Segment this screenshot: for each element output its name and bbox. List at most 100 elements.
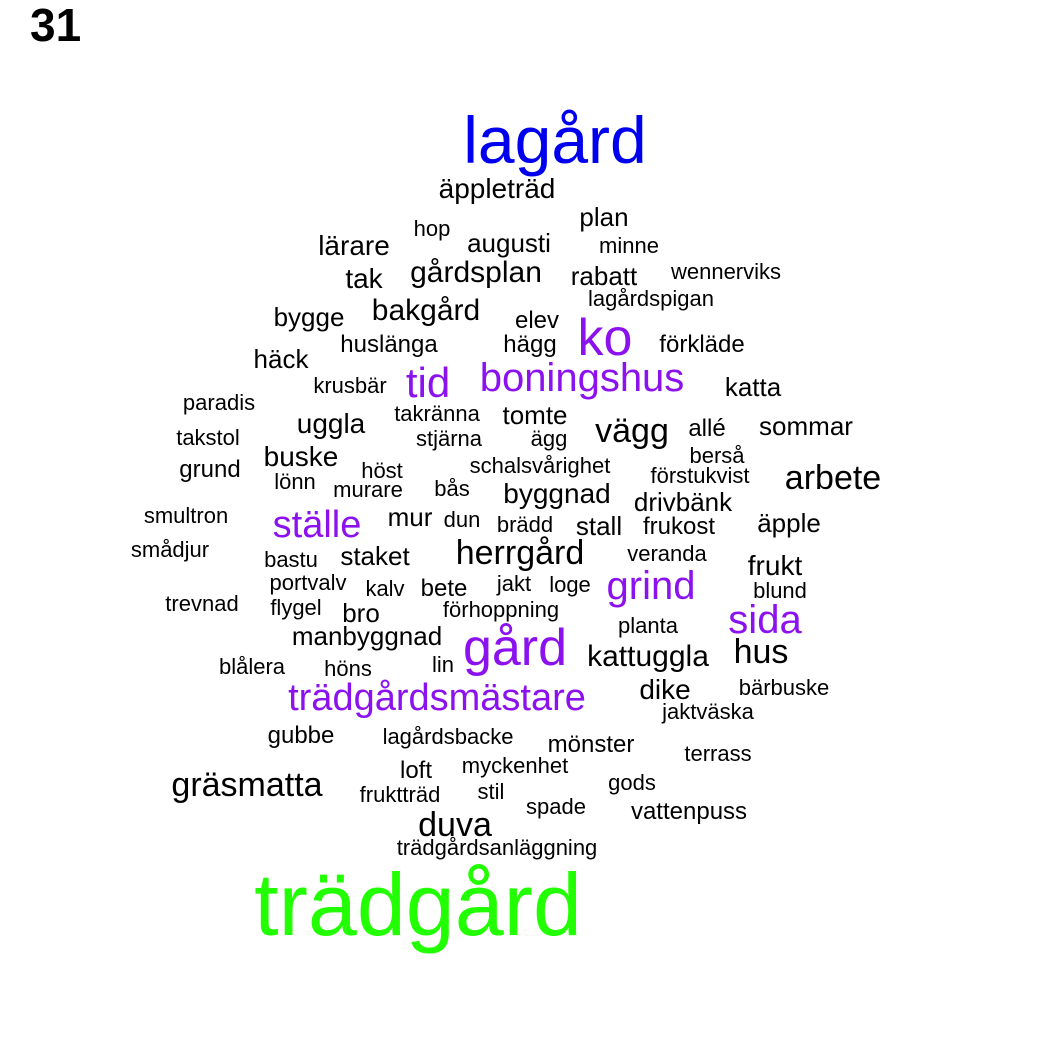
cloud-word: portvalv xyxy=(269,570,347,595)
cloud-word: hägg xyxy=(503,331,557,358)
cloud-word: dun xyxy=(443,507,481,532)
cloud-word: förstukvist xyxy=(650,463,750,488)
cloud-word: förhoppning xyxy=(442,597,560,622)
cloud-word: gård xyxy=(462,619,568,677)
cloud-word: lagårdsbacke xyxy=(382,724,514,749)
page-number: 31 xyxy=(30,0,82,51)
cloud-word: takstol xyxy=(176,425,240,450)
cloud-word: elev xyxy=(514,307,560,334)
cloud-word: schalsvårighet xyxy=(469,453,611,478)
cloud-word: lagård xyxy=(463,103,647,177)
cloud-word: bärbuske xyxy=(738,675,830,700)
cloud-word: loft xyxy=(399,757,433,784)
cloud-word: gårdsplan xyxy=(410,256,542,289)
cloud-word: grind xyxy=(606,564,696,608)
cloud-word: hop xyxy=(413,216,451,241)
cloud-word: berså xyxy=(689,443,745,468)
cloud-word: blålera xyxy=(218,654,286,679)
cloud-word: staket xyxy=(340,541,410,571)
cloud-word: lönn xyxy=(274,469,316,494)
cloud-word: loge xyxy=(549,572,591,597)
cloud-word: huslänga xyxy=(340,331,438,358)
cloud-word: bastu xyxy=(264,547,318,572)
cloud-word: augusti xyxy=(467,228,551,258)
cloud-word: vattenpuss xyxy=(630,798,748,825)
cloud-word: ägg xyxy=(530,426,568,451)
cloud-word: ko xyxy=(577,309,633,367)
cloud-word: spade xyxy=(526,794,586,819)
cloud-word: flygel xyxy=(270,595,322,620)
cloud-word: herrgård xyxy=(455,534,585,572)
cloud-word: sommar xyxy=(759,411,853,441)
cloud-word: trädgårdsanläggning xyxy=(396,835,598,860)
cloud-word: katta xyxy=(724,372,782,402)
cloud-word: boningshus xyxy=(479,356,685,400)
cloud-word: mur xyxy=(387,502,433,532)
cloud-word: förkläde xyxy=(659,331,745,358)
cloud-word: bås xyxy=(434,476,470,501)
cloud-word: höns xyxy=(324,656,372,681)
cloud-word: ställe xyxy=(272,504,362,546)
cloud-word: blund xyxy=(753,578,807,603)
cloud-word: vägg xyxy=(595,412,669,450)
cloud-word: drivbänk xyxy=(633,487,733,517)
cloud-word: hus xyxy=(733,633,789,671)
cloud-word: bakgård xyxy=(371,294,481,327)
cloud-word: gräsmatta xyxy=(171,766,323,804)
cloud-word: tak xyxy=(345,263,383,294)
cloud-word: stall xyxy=(575,511,623,541)
cloud-word: bygge xyxy=(273,302,345,332)
cloud-word: byggnad xyxy=(503,478,611,509)
cloud-word: sida xyxy=(728,598,802,642)
cloud-word: duva xyxy=(418,806,492,844)
cloud-word: wennerviks xyxy=(670,259,782,284)
cloud-word: grund xyxy=(179,456,241,483)
cloud-word: paradis xyxy=(182,390,256,415)
cloud-word: jaktväska xyxy=(662,699,754,724)
cloud-word: myckenhet xyxy=(461,753,569,778)
cloud-word: stjärna xyxy=(415,426,483,451)
cloud-word: äpple xyxy=(757,508,821,538)
cloud-word: takränna xyxy=(394,401,480,426)
cloud-word: terrass xyxy=(684,741,752,766)
cloud-word: mönster xyxy=(547,731,635,758)
cloud-word: tid xyxy=(405,359,451,406)
cloud-word: bro xyxy=(342,598,380,628)
cloud-word: veranda xyxy=(627,541,707,566)
cloud-word: trädgård xyxy=(254,855,582,954)
cloud-word: frukost xyxy=(642,513,716,540)
cloud-word: fruktträd xyxy=(359,782,441,807)
cloud-word: dike xyxy=(639,674,691,705)
cloud-word: tomte xyxy=(502,400,568,430)
cloud-word: uggla xyxy=(296,408,366,439)
cloud-word: krusbär xyxy=(313,373,387,398)
cloud-word: planta xyxy=(618,613,678,638)
cloud-word: lin xyxy=(431,652,455,677)
cloud-word: äppleträd xyxy=(438,173,556,204)
cloud-word: trevnad xyxy=(165,591,239,616)
cloud-word: häck xyxy=(253,344,309,374)
cloud-word: brädd xyxy=(496,512,554,537)
cloud-word: arbete xyxy=(784,459,882,497)
cloud-word: lärare xyxy=(318,230,390,261)
cloud-word: höst xyxy=(361,458,403,483)
cloud-word: minne xyxy=(599,233,659,258)
cloud-word: murare xyxy=(333,477,403,502)
cloud-word: lagårdspigan xyxy=(588,286,714,311)
cloud-word: smultron xyxy=(143,503,229,528)
cloud-word: jakt xyxy=(496,571,532,596)
cloud-word: kattuggla xyxy=(587,640,709,673)
cloud-word: allé xyxy=(688,415,726,442)
cloud-word: plan xyxy=(579,202,629,232)
cloud-word: trädgårdsmästare xyxy=(288,677,586,719)
cloud-word: bete xyxy=(420,575,468,602)
cloud-word: smådjur xyxy=(130,537,210,562)
cloud-word: kalv xyxy=(365,576,405,601)
cloud-word: gods xyxy=(608,770,656,795)
cloud-word: manbyggnad xyxy=(291,621,443,651)
cloud-word: rabatt xyxy=(570,261,638,291)
cloud-word: gubbe xyxy=(267,722,335,749)
cloud-word: buske xyxy=(263,441,339,472)
cloud-word: frukt xyxy=(747,550,803,581)
